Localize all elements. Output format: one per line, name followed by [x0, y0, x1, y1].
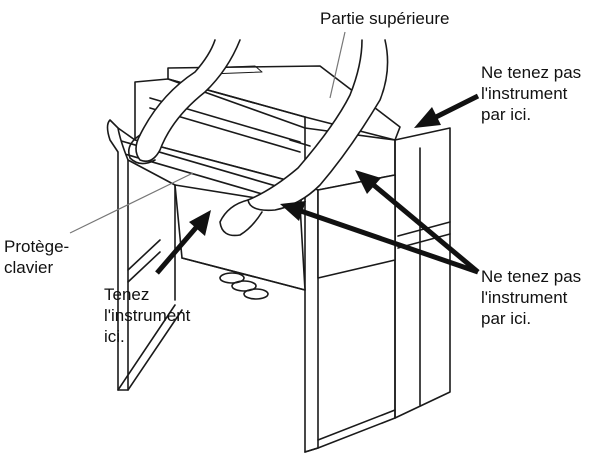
label-warning-side: Ne tenez pas l'instrument par ici. — [481, 266, 581, 329]
leader-top-part — [329, 31, 346, 99]
piano-pedal-rail — [181, 257, 306, 291]
label-warning-top-line1: Ne tenez pas — [481, 63, 582, 82]
label-warning-side-line2: l'instrument — [481, 288, 568, 307]
leader-key-cover — [69, 172, 194, 234]
label-key-cover-line1: Protège- — [4, 237, 70, 256]
label-warning-top-line2: l'instrument — [481, 84, 568, 103]
piano-left-front-leg — [106, 119, 129, 391]
pedal-left — [219, 272, 245, 284]
right-arm — [247, 39, 389, 212]
piano-right-base — [317, 409, 396, 441]
piano-left-bracket — [127, 239, 161, 271]
arrow-warning-side-1 — [355, 170, 480, 274]
piano-illustration — [106, 39, 451, 453]
label-hold-here-line1: Tenez — [104, 285, 150, 304]
piano-left-base-2 — [127, 309, 183, 391]
piano-right-base-front — [304, 447, 319, 453]
pedal-middle — [231, 280, 257, 292]
key-cover-handle — [289, 139, 311, 147]
arrow-hold-here — [155, 210, 211, 275]
piano-right-base-2 — [317, 417, 396, 449]
right-hand — [219, 199, 263, 237]
label-warning-side-line1: Ne tenez pas — [481, 267, 582, 286]
label-top-part: Partie supérieure — [320, 8, 449, 29]
label-warning-top: Ne tenez pas l'instrument par ici. — [481, 62, 581, 125]
piano-right-front-leg — [304, 184, 319, 453]
label-top-part-text: Partie supérieure — [320, 9, 450, 28]
label-hold-here-line2: l'instrument — [104, 306, 191, 325]
pedal-box — [219, 272, 269, 300]
label-hold-here-line3: ici. — [104, 327, 125, 346]
label-key-cover-line2: clavier — [4, 258, 54, 277]
label-warning-side-line3: par ici. — [481, 309, 532, 328]
piano-left-leg-back — [127, 159, 176, 186]
piano-right-side-panel — [394, 127, 451, 419]
left-hand — [127, 134, 156, 165]
left-arm — [135, 39, 241, 163]
arrow-warning-top — [414, 93, 480, 128]
pedal-right — [243, 288, 269, 300]
piano-left-bracket-2 — [127, 251, 161, 283]
label-key-cover: Protège- clavier — [4, 236, 69, 278]
label-warning-top-line3: par ici. — [481, 105, 532, 124]
label-hold-here: Tenez l'instrument ici. — [104, 284, 190, 347]
arrow-warning-side-2 — [280, 201, 479, 275]
piano-left-base — [117, 304, 176, 391]
